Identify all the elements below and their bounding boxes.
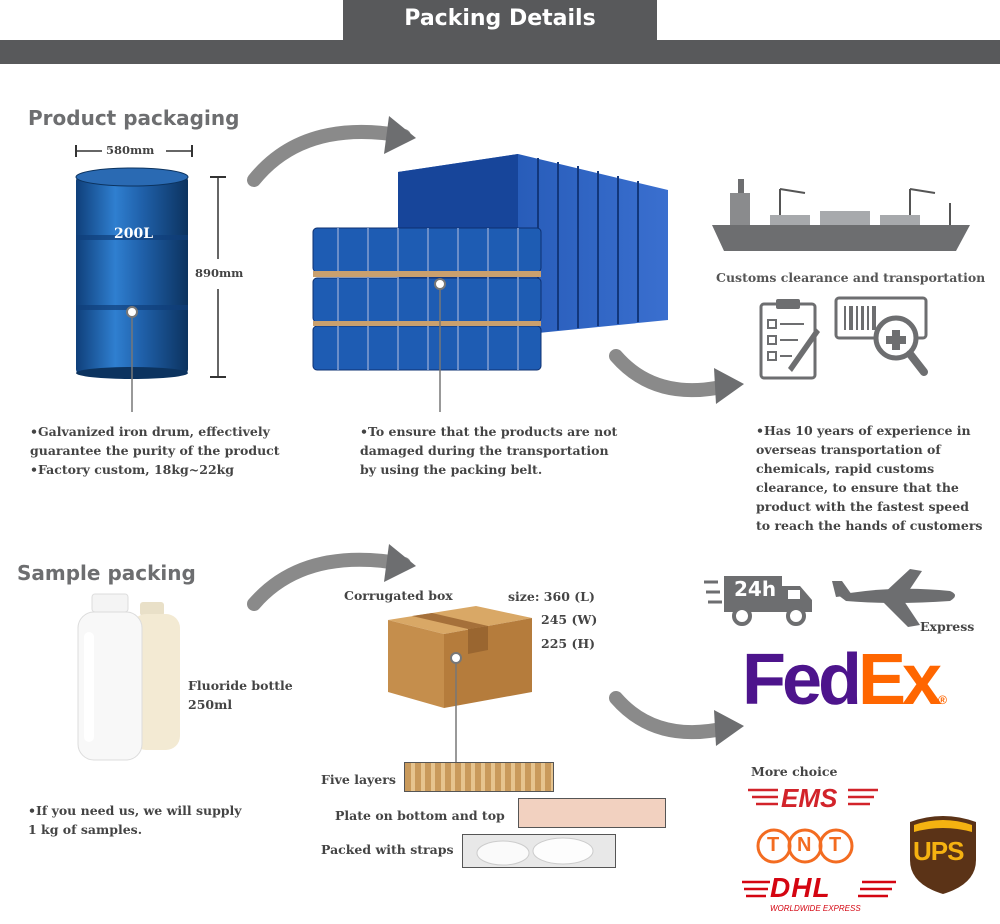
sample-description: •If you need us, we will supply 1 kg of … bbox=[28, 803, 242, 837]
steel-drum-image bbox=[70, 165, 194, 383]
corrugated-box-label: Corrugated box bbox=[344, 588, 453, 603]
width-dimension bbox=[74, 143, 194, 159]
customs-description: •Has 10 years of experience in overseas … bbox=[756, 423, 983, 533]
more-choice-label: More choice bbox=[751, 764, 838, 779]
header-band bbox=[0, 40, 1000, 64]
fluoride-bottle-label: Fluoride bottle 250ml bbox=[188, 678, 293, 712]
drum-pointer bbox=[126, 306, 138, 412]
barcode-inspect-icon bbox=[834, 296, 930, 378]
cargo-ship-icon bbox=[710, 175, 972, 255]
curved-arrow-icon bbox=[244, 108, 419, 188]
fluoride-bottles-image bbox=[76, 592, 186, 764]
ups-logo bbox=[908, 812, 978, 896]
tnt-letter-2: N bbox=[797, 834, 812, 856]
page-title: Packing Details bbox=[343, 0, 657, 40]
dhl-text: DHL bbox=[770, 872, 831, 903]
box-pointer bbox=[450, 652, 462, 762]
drum-description: •Galvanized iron drum, effectively guara… bbox=[30, 424, 280, 477]
shipping-container-image bbox=[308, 150, 668, 375]
clipboard-icon bbox=[758, 298, 820, 380]
layer-label-five-layers: Five layers bbox=[321, 772, 396, 787]
container-description: •To ensure that the products are not dam… bbox=[360, 424, 618, 477]
dhl-logo bbox=[742, 874, 898, 908]
plate-image bbox=[518, 798, 666, 828]
five-layers-image bbox=[404, 762, 554, 792]
customs-label: Customs clearance and transportation bbox=[716, 270, 986, 285]
corrugated-box-image bbox=[386, 600, 534, 710]
width-label: 580mm bbox=[106, 143, 155, 157]
box-size-length: size: 360 (L) bbox=[508, 589, 595, 604]
tnt-logo bbox=[756, 828, 854, 864]
curved-arrow-icon bbox=[606, 688, 746, 752]
container-pointer bbox=[434, 278, 446, 412]
drum-capacity-label: 200L bbox=[114, 226, 154, 242]
ups-text: UPS bbox=[913, 836, 964, 866]
straps-image bbox=[462, 834, 616, 868]
layer-label-straps: Packed with straps bbox=[321, 842, 454, 857]
express-label: Express bbox=[920, 619, 975, 634]
tnt-letter-1: T bbox=[767, 834, 780, 856]
ems-text: EMS bbox=[781, 783, 838, 813]
box-size-height: 225 (H) bbox=[541, 636, 596, 651]
curved-arrow-icon bbox=[606, 346, 746, 410]
box-size-width: 245 (W) bbox=[541, 612, 598, 627]
height-dimension bbox=[208, 175, 228, 379]
airplane-icon bbox=[832, 567, 960, 629]
curved-arrow-icon bbox=[244, 538, 419, 612]
layer-label-plate: Plate on bottom and top bbox=[335, 808, 505, 823]
dhl-subtitle: WORLDWIDE EXPRESS bbox=[770, 904, 861, 913]
delivery-truck-icon bbox=[704, 572, 816, 626]
sample-packing-heading: Sample packing bbox=[17, 561, 196, 585]
height-label: 890mm bbox=[195, 266, 244, 280]
ems-logo bbox=[748, 784, 880, 812]
product-packaging-heading: Product packaging bbox=[28, 106, 240, 130]
fedex-logo: FedEx® bbox=[742, 640, 947, 720]
tnt-letter-3: T bbox=[829, 834, 842, 856]
truck-24h-badge: 24h bbox=[734, 577, 777, 601]
